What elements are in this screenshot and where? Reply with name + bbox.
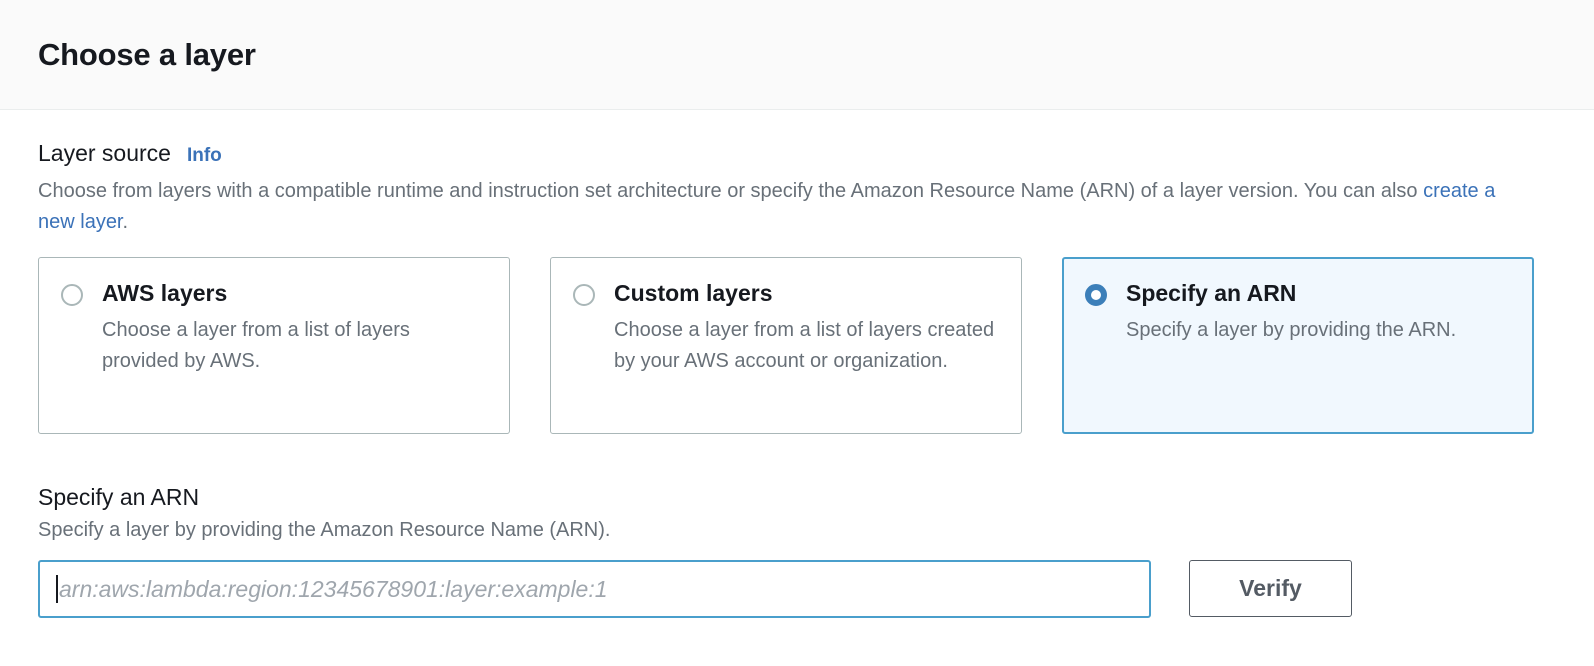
arn-field-description: Specify a layer by providing the Amazon …	[38, 519, 611, 541]
option-text-specify-an-arn: Specify an ARN Specify a layer by provid…	[1126, 280, 1456, 346]
radio-specify-an-arn[interactable]	[1085, 284, 1107, 306]
arn-section: Specify an ARN Specify a layer by provid…	[38, 484, 1556, 618]
option-tile-aws-layers[interactable]: AWS layers Choose a layer from a list of…	[38, 257, 510, 434]
option-tile-specify-an-arn[interactable]: Specify an ARN Specify a layer by provid…	[1062, 257, 1534, 434]
radio-aws-layers[interactable]	[61, 284, 83, 306]
option-title-specify-an-arn: Specify an ARN	[1126, 280, 1297, 306]
option-title-aws-layers: AWS layers	[102, 280, 228, 306]
arn-input[interactable]: arn:aws:lambda:region:12345678901:layer:…	[38, 560, 1151, 618]
layer-source-description: Choose from layers with a compatible run…	[38, 176, 1498, 238]
layer-source-label: Layer source	[38, 140, 171, 166]
layer-source-description-text-1: Choose from layers with a compatible run…	[38, 180, 1424, 202]
verify-button[interactable]: Verify	[1189, 560, 1352, 617]
arn-input-placeholder: arn:aws:lambda:region:12345678901:layer:…	[59, 575, 608, 602]
option-text-custom-layers: Custom layers Choose a layer from a list…	[614, 280, 999, 377]
option-text-aws-layers: AWS layers Choose a layer from a list of…	[102, 280, 487, 377]
arn-input-row: arn:aws:lambda:region:12345678901:layer:…	[38, 560, 1556, 618]
arn-field-label: Specify an ARN	[38, 484, 200, 510]
layer-source-label-row: Layer source Info	[38, 140, 1556, 167]
layer-source-options: AWS layers Choose a layer from a list of…	[38, 257, 1556, 434]
text-caret	[56, 575, 58, 603]
page-title: Choose a layer	[38, 36, 256, 72]
option-title-custom-layers: Custom layers	[614, 280, 773, 306]
option-description-aws-layers: Choose a layer from a list of layers pro…	[102, 319, 410, 372]
info-link[interactable]: Info	[186, 145, 222, 166]
layer-source-description-text-2: .	[122, 211, 129, 233]
option-tile-custom-layers[interactable]: Custom layers Choose a layer from a list…	[550, 257, 1022, 434]
radio-custom-layers[interactable]	[573, 284, 595, 306]
modal-header: Choose a layer	[0, 0, 1594, 110]
modal-body: Layer source Info Choose from layers wit…	[0, 110, 1594, 618]
option-description-custom-layers: Choose a layer from a list of layers cre…	[614, 319, 995, 372]
create-a-new-layer-link[interactable]: create a new layer	[38, 180, 1496, 233]
option-description-specify-an-arn: Specify a layer by providing the ARN.	[1126, 319, 1457, 341]
